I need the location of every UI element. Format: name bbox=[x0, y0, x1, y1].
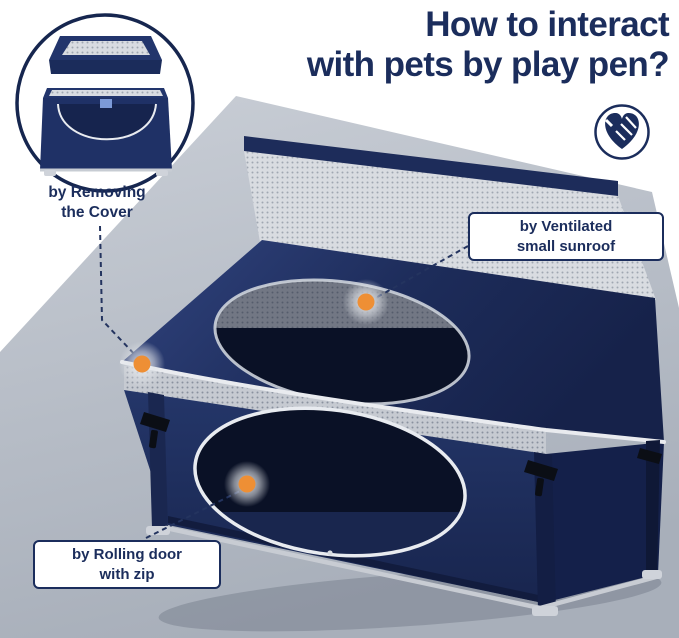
callout-cover-line-1: by Removing bbox=[48, 184, 146, 201]
canopy-trim bbox=[120, 360, 666, 444]
callout-sunroof-line-1: by Ventilated bbox=[519, 218, 613, 235]
callout-cover-line-2: the Cover bbox=[61, 203, 133, 221]
inset-body bbox=[40, 88, 172, 176]
inset-lid bbox=[49, 36, 162, 74]
dashed-connectors bbox=[99, 225, 469, 539]
mesh-back-panel bbox=[244, 136, 656, 300]
hotspot-door bbox=[224, 461, 270, 507]
playpen-illustration bbox=[120, 136, 666, 616]
connector-sunroof bbox=[371, 245, 469, 301]
callout-rolling-door: by Rolling door with zip bbox=[33, 540, 221, 589]
zipper-pull bbox=[327, 550, 333, 556]
title-line-1: How to interact bbox=[425, 5, 669, 44]
orange-dot-marker bbox=[133, 355, 151, 373]
callout-door-line-2: with zip bbox=[99, 565, 155, 583]
hotspot-sunroof bbox=[343, 279, 389, 325]
inset-cover-thumbnail bbox=[15, 13, 195, 193]
callout-ventilated-sunroof: by Ventilated small sunroof bbox=[468, 212, 664, 261]
connector-cover bbox=[99, 225, 139, 359]
hotspot-cover bbox=[119, 341, 165, 387]
page-title: How to interact with pets by play pen? bbox=[306, 5, 670, 84]
hands-heart-icon bbox=[594, 104, 650, 160]
orange-dot-marker bbox=[357, 293, 375, 311]
title-line-2: with pets by play pen? bbox=[306, 44, 670, 84]
base-frame bbox=[146, 525, 662, 616]
callout-sunroof-line-2: small sunroof bbox=[516, 237, 616, 255]
callout-removing-cover: by Removing the Cover bbox=[16, 183, 178, 223]
orange-dot-marker bbox=[238, 475, 256, 493]
side-wall-right bbox=[543, 442, 664, 603]
callout-door-line-1: by Rolling door bbox=[72, 546, 182, 563]
zipper-piping bbox=[193, 406, 467, 558]
corner-straps bbox=[140, 412, 662, 497]
